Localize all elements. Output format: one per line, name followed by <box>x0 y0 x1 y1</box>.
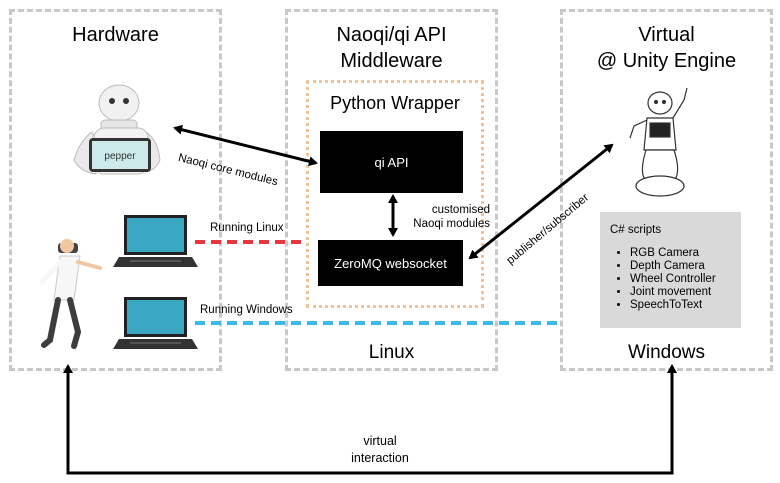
virtual-pepper-icon <box>629 87 688 197</box>
laptop-windows-icon <box>113 297 198 349</box>
pubsub-arrow <box>468 143 614 260</box>
virtual-interaction-label: virtual interaction <box>351 434 409 465</box>
middleware-title: Naoqi/qi API Middleware <box>336 24 447 72</box>
running-windows-label: Running Windows <box>200 304 293 316</box>
laptop-linux-icon <box>113 215 198 267</box>
vr-user-icon <box>39 239 102 349</box>
script-item: SpeechToText <box>630 299 741 312</box>
script-item: Wheel Controller <box>630 273 741 286</box>
script-item: Depth Camera <box>630 260 741 273</box>
windows-label: Windows <box>627 342 706 363</box>
hardware-title: Hardware <box>72 24 159 46</box>
scripts-list: RGB Camera Depth Camera Wheel Controller… <box>610 247 741 312</box>
pepper-tablet-text: pepper <box>104 151 136 162</box>
script-item: Joint movement <box>630 286 741 299</box>
naoqi-core-arrow <box>173 124 318 167</box>
zeromq-websocket-box: ZeroMQ websocket <box>318 240 463 286</box>
running-linux-label: Running Linux <box>210 222 284 234</box>
csharp-scripts-box: C# scripts RGB Camera Depth Camera Wheel… <box>600 212 741 328</box>
pepper-robot-icon <box>73 84 161 175</box>
script-item: RGB Camera <box>630 247 741 260</box>
virtual-title: Virtual @ Unity Engine <box>596 24 737 72</box>
linux-label: Linux <box>368 342 415 363</box>
qi-api-box: qi API <box>320 131 463 193</box>
csharp-scripts-title: C# scripts <box>610 224 662 236</box>
python-wrapper-title: Python Wrapper <box>330 93 460 113</box>
virtual-interaction-arrow <box>63 364 677 475</box>
